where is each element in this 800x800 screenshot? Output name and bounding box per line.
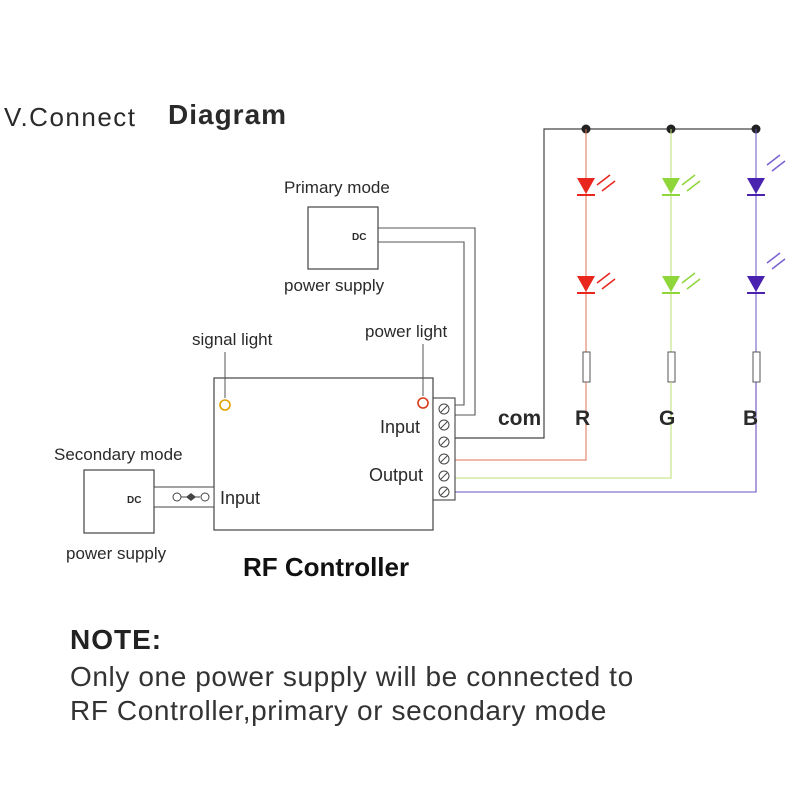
channel-label-r: R (575, 407, 590, 430)
channel-label-com: com (498, 407, 541, 430)
terminal-block (432, 397, 456, 501)
channel-label-g: G (659, 407, 675, 430)
primary-mode-label: Primary mode (284, 178, 390, 197)
common-rail (455, 128, 756, 439)
note-section: NOTE: Only one power supply will be conn… (70, 624, 770, 728)
input-terminal-label: Input (380, 417, 420, 437)
power-light-label: power light (365, 322, 447, 341)
primary-input-wires (378, 227, 476, 416)
blue-channel (455, 129, 786, 493)
signal-light-led (219, 399, 231, 411)
primary-power-supply-label: power supply (284, 276, 385, 295)
dc-input-label: Input (220, 488, 260, 508)
power-light-led (417, 397, 429, 409)
secondary-power-supply-label: power supply (66, 544, 167, 563)
red-led-1 (577, 174, 616, 196)
blue-led-1 (747, 154, 786, 196)
note-heading: NOTE: (70, 624, 163, 655)
secondary-mode-label: Secondary mode (54, 445, 183, 464)
blue-led-2 (747, 252, 786, 294)
blue-resistor (752, 351, 761, 383)
title-part1: V.Connect (4, 102, 137, 132)
note-line-2: RF Controller,primary or secondary mode (70, 695, 607, 726)
note-line-1: Only one power supply will be connected … (70, 661, 634, 692)
green-resistor (667, 351, 676, 383)
rf-controller-label: RF Controller (243, 552, 409, 582)
signal-light-label: signal light (192, 330, 273, 349)
output-terminal-label: Output (369, 465, 423, 485)
green-led-1 (662, 174, 701, 196)
dc-jack (153, 486, 215, 508)
secondary-dc-label: DC (127, 495, 141, 506)
red-channel (455, 129, 616, 461)
title-part2: Diagram (168, 99, 287, 130)
green-channel (455, 129, 701, 479)
red-resistor (582, 351, 591, 383)
green-led-2 (662, 272, 701, 294)
primary-power-supply (307, 206, 379, 270)
red-led-2 (577, 272, 616, 294)
primary-dc-label: DC (352, 232, 366, 243)
secondary-power-supply (83, 469, 155, 534)
channel-label-b: B (743, 407, 758, 430)
